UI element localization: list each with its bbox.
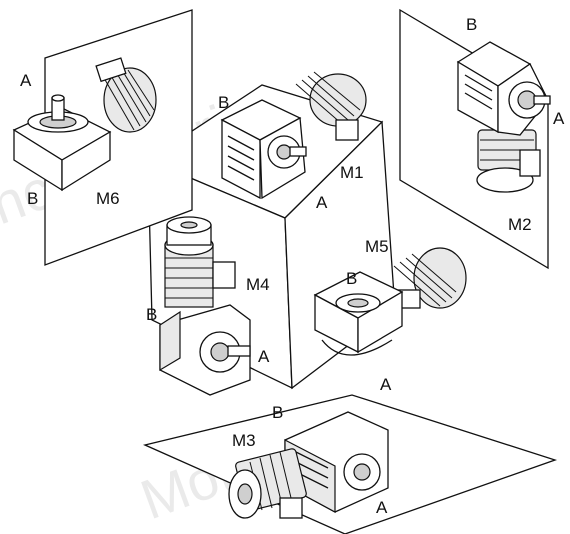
m4-label-a: A xyxy=(258,347,270,366)
gear-motor-m2 xyxy=(456,41,551,193)
m3-position-label: M3 xyxy=(232,431,256,450)
m1-label-a: A xyxy=(316,193,328,212)
m5-label-b: B xyxy=(346,269,357,288)
m5-label-a: A xyxy=(380,375,392,394)
labels-m2: B A M2 xyxy=(466,15,565,234)
m6-position-label: M6 xyxy=(96,189,120,208)
gear-motor-m1 xyxy=(220,71,367,200)
m6-label-b: B xyxy=(27,189,38,208)
labels-m4: M4 B A xyxy=(146,275,270,366)
m4-position-label: M4 xyxy=(246,275,270,294)
labels-m1: B M1 A xyxy=(218,93,364,212)
m2-label-a: A xyxy=(553,109,565,128)
gear-motor-m5 xyxy=(313,247,467,356)
labels-m3: B M3 A xyxy=(232,403,388,517)
gear-motor-m6 xyxy=(12,57,157,192)
gear-motor-m3 xyxy=(228,411,389,519)
labels-m5: M5 B A xyxy=(346,237,392,394)
gear-motor-m4 xyxy=(159,216,251,396)
m5-position-label: M5 xyxy=(365,237,389,256)
m3-label-b: B xyxy=(272,403,283,422)
labels-m6: A B M6 xyxy=(20,71,120,208)
m1-position-label: M1 xyxy=(340,163,364,182)
m3-label-a: A xyxy=(376,498,388,517)
m4-label-b: B xyxy=(146,305,157,324)
m2-label-b: B xyxy=(466,15,477,34)
m6-label-a: A xyxy=(20,71,32,90)
m2-position-label: M2 xyxy=(508,215,532,234)
m1-label-b: B xyxy=(218,93,229,112)
plane-m6 xyxy=(44,9,193,266)
